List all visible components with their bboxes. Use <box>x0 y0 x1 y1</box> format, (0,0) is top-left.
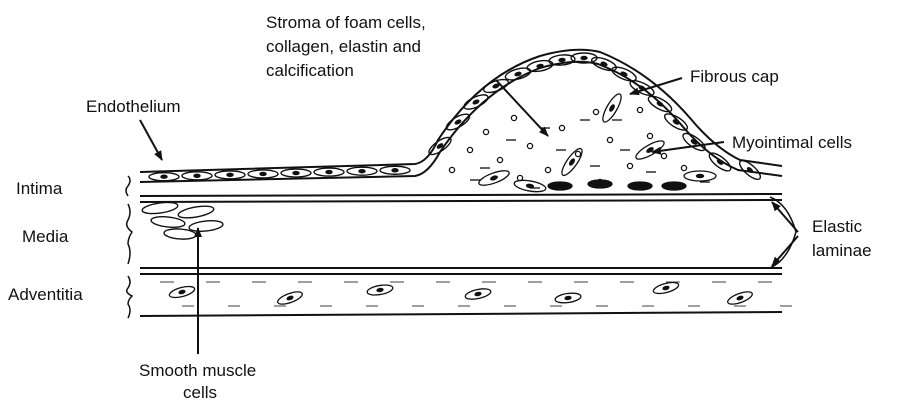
endothelial-nucleus <box>515 72 522 76</box>
plaque-stroma <box>449 92 716 194</box>
adventitial-nucleus <box>737 296 744 301</box>
endothelium-label: Endothelium <box>86 97 181 116</box>
calcification-dot <box>467 147 472 152</box>
calcification-dot <box>637 107 642 112</box>
endothelial-nucleus <box>581 57 587 60</box>
myointimal-nucleus <box>697 174 704 177</box>
media-label: Media <box>22 227 69 246</box>
myointimal-nucleus <box>526 184 533 188</box>
endothelial-nucleus <box>260 172 266 175</box>
foam-cell <box>628 182 652 190</box>
endothelial-nucleus <box>657 101 664 107</box>
endothelium-arrow <box>140 120 162 160</box>
fibrous-cap-label: Fibrous cap <box>690 67 779 86</box>
elastic-laminae-line-1: Elastic <box>812 217 863 236</box>
myointimal-nucleus <box>490 175 498 180</box>
endothelial-nucleus <box>392 169 398 172</box>
endothelial-nucleus <box>293 172 299 175</box>
endothelial-nucleus <box>559 58 565 62</box>
calcification-dot <box>527 143 532 148</box>
myointimal-cells-label: Myointimal cells <box>732 133 852 152</box>
adventitial-nucleus <box>179 290 186 294</box>
myointimal-nucleus <box>569 158 576 166</box>
adventitial-nucleus <box>287 296 294 301</box>
smooth-muscle-cell-cluster <box>141 201 223 241</box>
vessel-wall <box>140 50 782 316</box>
calcification-dot <box>545 167 550 172</box>
calcification-dot <box>559 125 564 130</box>
adventitia-cells <box>160 280 792 306</box>
endothelial-nucleus <box>717 159 724 165</box>
media-brace <box>127 204 132 264</box>
smooth-muscle-cells-line-1: Smooth muscle <box>139 361 256 380</box>
endothelium-surface-line <box>140 50 782 172</box>
calcification-dot <box>593 109 598 114</box>
adventitia-bottom-line <box>140 312 782 316</box>
endothelial-nucleus <box>359 170 365 173</box>
elastic-laminae-line-2: laminae <box>812 241 872 260</box>
endothelial-nucleus <box>493 84 500 89</box>
intima-brace <box>126 176 130 196</box>
myointimal-nucleus <box>609 104 615 112</box>
endothelial-nucleus <box>227 173 233 176</box>
stroma-label-line-1: Stroma of foam cells, <box>266 13 426 32</box>
elastic-lamina-arrow-top <box>772 202 798 232</box>
adventitia-label: Adventitia <box>8 285 83 304</box>
smooth-muscle-cells-label: Smooth muscle cells <box>139 361 261 402</box>
smooth-muscle-cells-line-2: cells <box>183 383 217 402</box>
calcification-dot <box>661 153 666 158</box>
calcification-dot <box>647 133 652 138</box>
endothelial-cells <box>149 53 763 182</box>
stroma-label: Stroma of foam cells, collagen, elastin … <box>266 13 430 80</box>
layer-braces <box>126 176 796 318</box>
smooth-muscle-cell <box>177 204 214 220</box>
endothelial-nucleus <box>473 99 480 104</box>
calcification-dot <box>607 137 612 142</box>
labels: Stroma of foam cells, collagen, elastin … <box>8 13 872 402</box>
media-top-line <box>140 200 782 202</box>
foam-cell <box>662 182 686 190</box>
adventitial-nucleus <box>663 286 670 290</box>
stroma-label-line-3: calcification <box>266 61 354 80</box>
elastic-laminae-brace <box>770 197 796 268</box>
calcification-dot <box>483 129 488 134</box>
elastic-lamina-arrow-bottom <box>772 236 798 266</box>
adventitial-nucleus <box>565 296 571 300</box>
endothelial-nucleus <box>161 175 167 178</box>
endothelial-nucleus <box>537 64 543 68</box>
adventitial-nucleus <box>377 288 383 292</box>
calcification-dot <box>497 157 502 162</box>
internal-elastic-lamina <box>140 194 782 196</box>
calcification-dot <box>627 163 632 168</box>
smooth-muscle-cell <box>189 219 224 232</box>
endothelial-nucleus <box>194 174 200 177</box>
calcification-dot <box>575 151 580 156</box>
stroma-arrow <box>496 80 548 136</box>
calcification-dot <box>511 115 516 120</box>
intima-label: Intima <box>16 179 63 198</box>
calcification-dot <box>449 167 454 172</box>
foam-cell <box>548 182 572 190</box>
elastic-laminae-label: Elastic laminae <box>812 217 872 260</box>
calcification-dot <box>681 165 686 170</box>
stroma-label-line-2: collagen, elastin and <box>266 37 421 56</box>
adventitia-brace <box>127 276 132 318</box>
foam-cell <box>588 180 612 188</box>
endothelial-nucleus <box>326 171 332 174</box>
adventitial-nucleus <box>475 292 481 296</box>
